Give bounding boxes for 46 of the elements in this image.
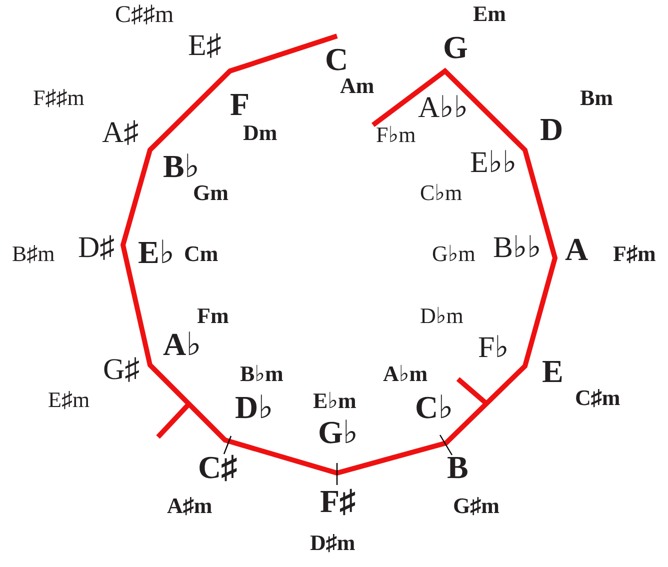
major-key-label: Am xyxy=(340,75,374,98)
major-key-label: C♯ xyxy=(198,450,238,483)
major-key-label: Fm xyxy=(197,305,229,328)
major-key-label: Cm xyxy=(184,243,218,266)
major-key-label: E♭m xyxy=(313,390,356,412)
enharmonic-key-label: E♯ xyxy=(188,31,222,62)
major-key-label: F♯ xyxy=(320,484,356,517)
enharmonic-key-label: C♭m xyxy=(420,182,462,204)
major-key-label: D♭ xyxy=(235,390,274,423)
enharmonic-key-label: D♭m xyxy=(420,305,464,328)
major-key-label: G xyxy=(443,30,468,63)
major-key-label: G♭ xyxy=(318,416,358,448)
major-key-label: Dm xyxy=(243,122,278,144)
major-key-label: Bm xyxy=(580,87,613,110)
enharmonic-key-label: G♯ xyxy=(103,355,140,386)
major-key-label: G♯m xyxy=(453,495,500,518)
major-key-label: A♯m xyxy=(167,495,212,518)
major-key-label: E♭ xyxy=(138,236,174,268)
enharmonic-key-label: F♯♯m xyxy=(33,87,84,110)
enharmonic-key-label: G♭m xyxy=(432,243,476,266)
major-key-label: F♯m xyxy=(613,243,656,266)
enharmonic-key-label: B♭♭ xyxy=(493,233,542,264)
enharmonic-key-label: E♯m xyxy=(48,389,90,412)
major-key-label: C♯m xyxy=(575,387,620,410)
major-key-label: F xyxy=(230,88,250,120)
enharmonic-key-label: C♯♯m xyxy=(115,2,174,27)
major-key-label: Gm xyxy=(193,182,228,204)
major-key-label: B♭ xyxy=(163,150,200,182)
enharmonic-key-label: F♭ xyxy=(478,333,509,364)
major-key-label: B xyxy=(447,450,468,483)
major-key-label: D xyxy=(540,112,564,145)
major-key-label: A♭ xyxy=(163,328,202,360)
major-key-label: A xyxy=(565,232,588,265)
major-key-label: A♭m xyxy=(383,363,428,386)
enharmonic-key-label: A♭♭ xyxy=(418,93,468,124)
major-key-label: C♭ xyxy=(415,390,454,423)
enharmonic-key-label: A♯ xyxy=(102,118,139,148)
enharmonic-key-label: E♭♭ xyxy=(470,148,517,178)
major-key-label: Em xyxy=(473,3,506,26)
major-key-label: B♭m xyxy=(240,363,284,386)
major-key-label: C xyxy=(325,42,348,75)
major-key-label: E xyxy=(542,354,564,387)
major-key-label: D♯m xyxy=(310,532,356,554)
enharmonic-key-label: B♯m xyxy=(12,243,55,266)
enharmonic-key-label: D♯ xyxy=(78,233,115,264)
enharmonic-key-label: F♭m xyxy=(376,124,416,146)
